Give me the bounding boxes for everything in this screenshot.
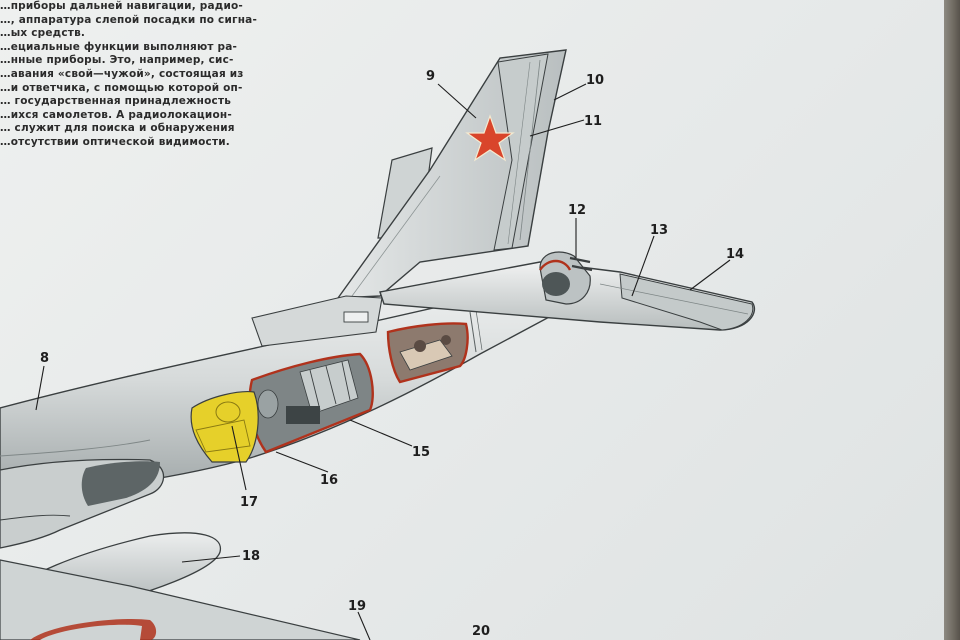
callout-13: 13 (650, 223, 668, 238)
wooden-board-edge (944, 0, 960, 640)
vertical-fin (336, 49, 567, 299)
red-star-insignia (465, 114, 515, 162)
engine-nacelle (0, 458, 165, 549)
callout-17: 17 (240, 495, 258, 510)
callout-15: 15 (412, 445, 430, 460)
text-line: … государственная принадлежность (0, 95, 232, 108)
text-line: …приборы дальней навигации, радио- (0, 0, 243, 12)
text-line: …ихся самолетов. А радиолокацион- (0, 108, 232, 121)
text-line: …, аппаратура слепой посадки по сигна- (0, 13, 258, 26)
wing-lower (0, 559, 361, 640)
text-line: …авания «свой—чужой», состоящая из (0, 67, 244, 80)
callout-20: 20 (472, 624, 490, 639)
description-text-block: …приборы дальней навигации, радио- …, ап… (0, 0, 270, 150)
leader-lines (35, 83, 731, 640)
aft-compartment-cutaway (386, 322, 469, 384)
radar-antenna-yellow (190, 391, 259, 463)
text-line: …и ответчика, с помощью которой оп- (0, 81, 243, 94)
text-line: …ециальные функции выполняют ра- (0, 40, 238, 53)
text-line: …ых средств. (0, 27, 86, 40)
text-line: …нные приборы. Это, например, сис- (0, 54, 234, 67)
callout-12: 12 (568, 203, 586, 218)
tail-gun-turret (539, 251, 593, 305)
callout-11: 11 (584, 114, 602, 129)
callout-18: 18 (242, 549, 260, 564)
callout-19: 19 (348, 599, 366, 614)
text-line: … служит для поиска и обнаружения (0, 122, 235, 135)
callout-14: 14 (726, 247, 744, 262)
text-line: …отсутствии оптической видимости. (0, 135, 230, 148)
callout-16: 16 (320, 473, 338, 488)
callout-8: 8 (40, 351, 49, 366)
callout-9: 9 (426, 69, 435, 84)
crew-compartment-cutaway (248, 352, 374, 454)
callout-10: 10 (586, 73, 604, 88)
